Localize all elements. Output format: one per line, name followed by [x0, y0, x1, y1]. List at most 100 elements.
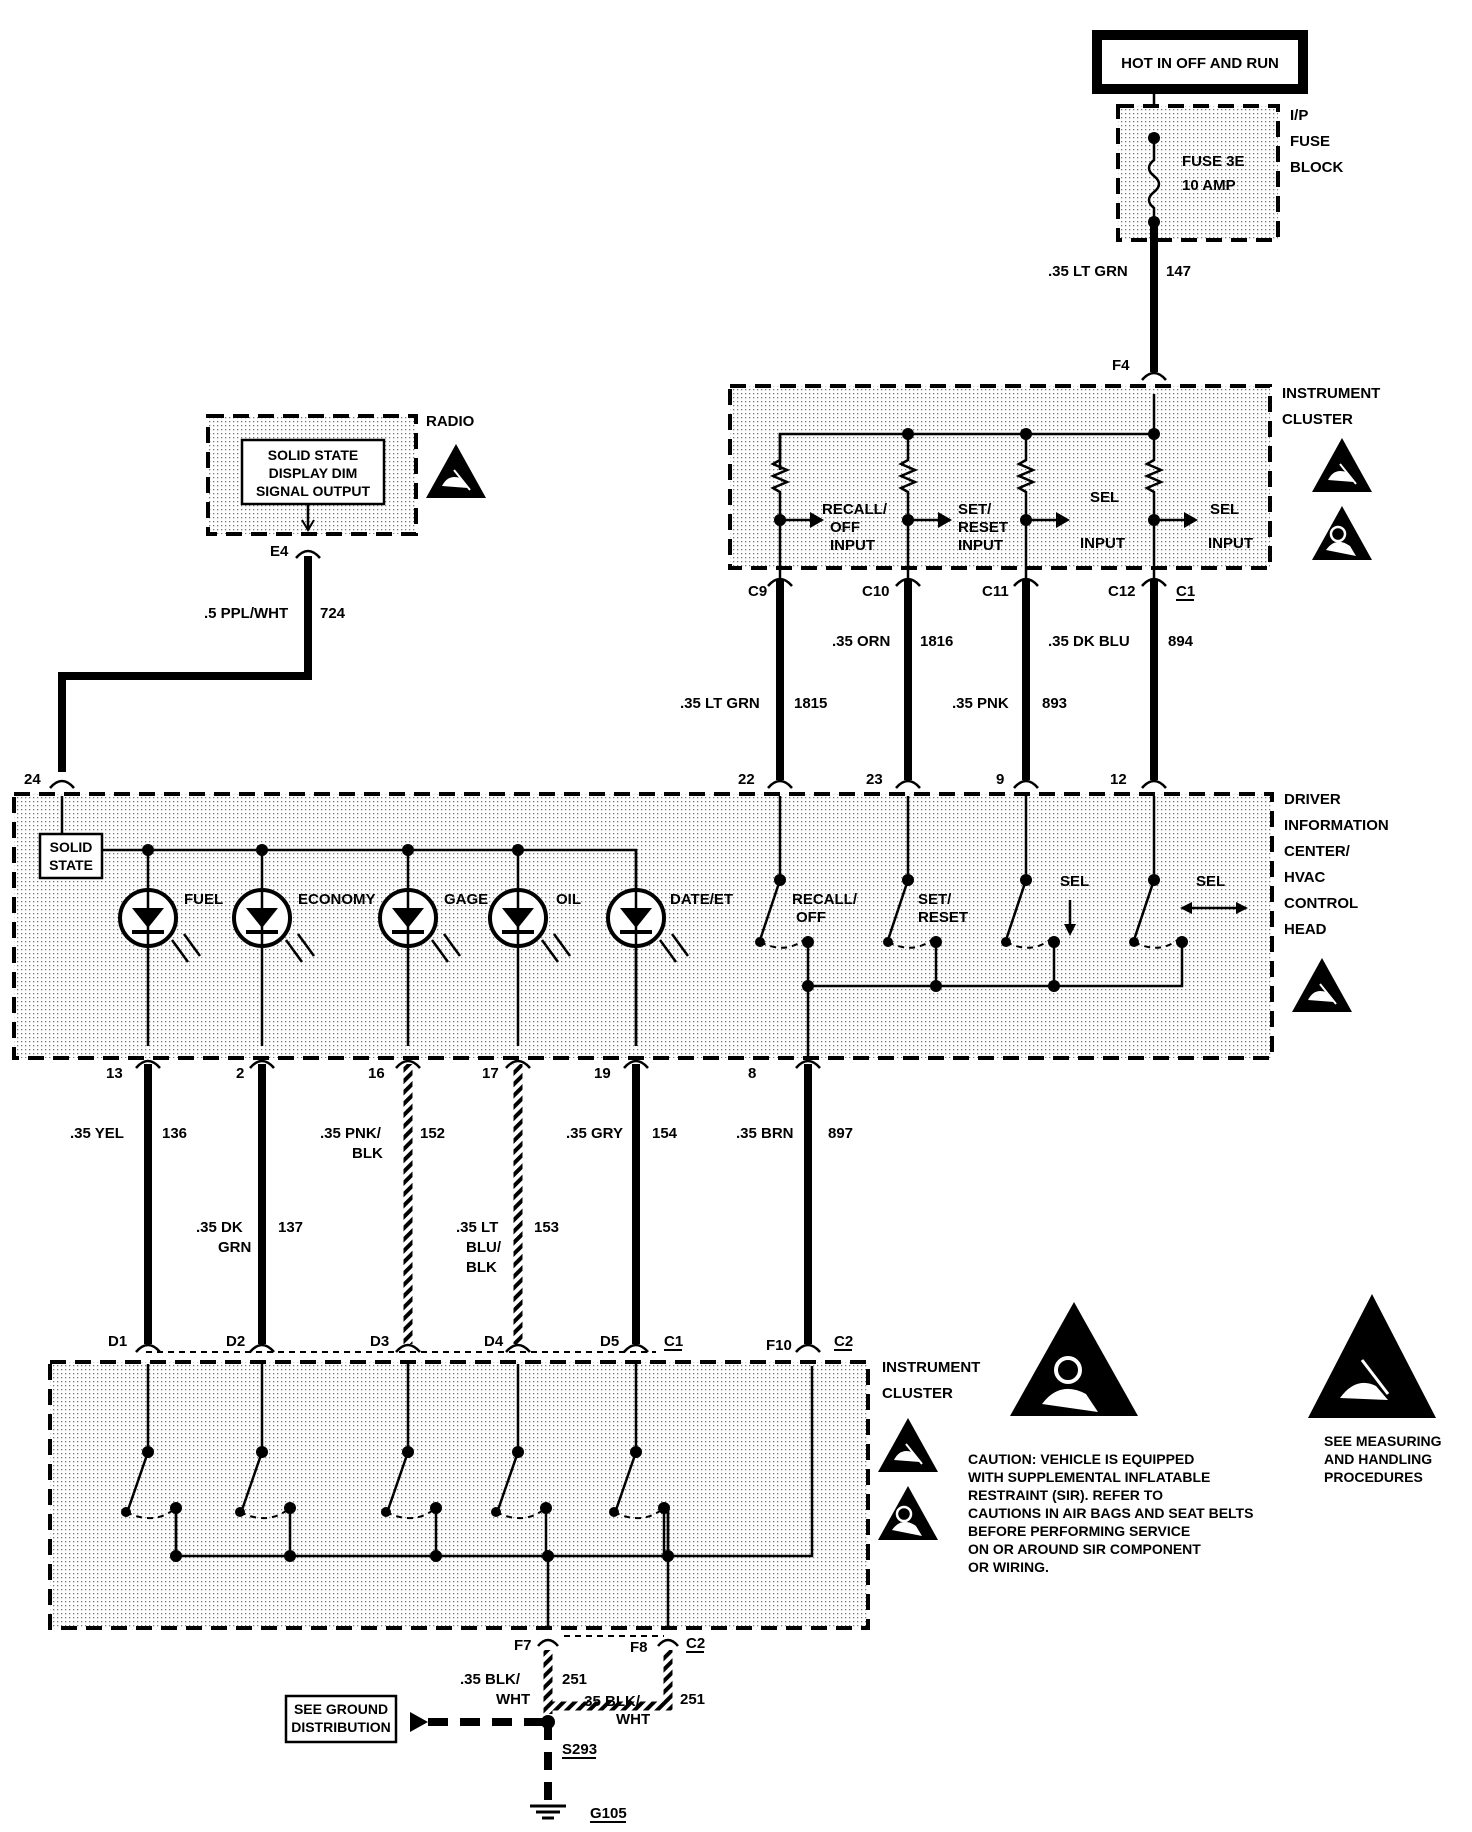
cluster-bottom-name-2: CLUSTER — [882, 1385, 953, 1402]
fuse-block-name-1: I/P — [1290, 107, 1308, 124]
cluster-bottom-name-1: INSTRUMENT — [882, 1359, 980, 1376]
see-ground-distribution-box[interactable] — [284, 1694, 398, 1744]
sir-caution-note: CAUTION: VEHICLE IS EQUIPPED WITH SUPPLE… — [968, 1302, 1253, 1575]
sw-set-2: RESET — [918, 909, 968, 926]
led-economy-label: ECONOMY — [298, 891, 376, 908]
input-1-line2: OFF — [830, 519, 860, 536]
input-3-line1: SEL — [1090, 489, 1119, 506]
pin-c12: C12 — [1108, 583, 1136, 600]
esd-handling-icon — [1308, 1294, 1436, 1418]
esd-note-1: SEE MEASURING — [1324, 1433, 1442, 1449]
dic-pin-16: 16 — [368, 1065, 385, 1082]
radio-esd-icon — [425, 443, 487, 499]
radio-output-1: SOLID STATE — [268, 447, 358, 463]
dic-pin-23: 23 — [866, 771, 883, 788]
radio-output-2: DISPLAY DIM — [269, 465, 358, 481]
instrument-cluster-top: INSTRUMENT CLUSTER RECALL/ OFF INPUT SET… — [728, 384, 1380, 587]
wire-893-gauge: .35 PNK — [952, 695, 1009, 712]
dic-pin-13: 13 — [106, 1065, 123, 1082]
connector-f4-symbol — [1141, 371, 1167, 381]
esd-note-3: PROCEDURES — [1324, 1469, 1423, 1485]
wire-154-gauge: .35 GRY — [566, 1125, 623, 1142]
radio-output-3: SIGNAL OUTPUT — [256, 483, 371, 499]
wire-251-left-circuit: 251 — [562, 1671, 587, 1688]
switch-icon — [386, 1451, 410, 1511]
wire-1816-gauge: .35 ORN — [832, 633, 890, 650]
switch-icon — [1004, 879, 1028, 941]
solid-state-1: SOLID — [50, 839, 93, 855]
wire-1815-gauge: .35 LT GRN — [680, 695, 760, 712]
input-2-line2: RESET — [958, 519, 1008, 536]
dic-pin-19: 19 — [594, 1065, 611, 1082]
wire-251-right-2: WHT — [616, 1711, 650, 1728]
wire-152-circuit: 152 — [420, 1125, 445, 1142]
dic-name-1: DRIVER — [1284, 791, 1341, 808]
pin-d5: D5 — [600, 1333, 619, 1350]
wire-152-gauge-1: .35 PNK/ — [320, 1125, 382, 1142]
dic-name-4: HVAC — [1284, 869, 1326, 886]
dic-name-6: HEAD — [1284, 921, 1327, 938]
switch-icon — [886, 879, 910, 941]
solid-state-box — [38, 832, 104, 880]
wire-1816-circuit: 1816 — [920, 633, 953, 650]
see-ground-2: DISTRIBUTION — [291, 1719, 391, 1735]
cluster-top-name-1: INSTRUMENT — [1282, 385, 1380, 402]
pin-e4: E4 — [270, 543, 289, 560]
wire-251-right — [552, 1650, 673, 1711]
pin-d2: D2 — [226, 1333, 245, 1350]
input-2-line3: INPUT — [958, 537, 1003, 554]
conn-c2-ground: C2 — [686, 1635, 705, 1652]
arrow-icon — [1184, 512, 1198, 528]
resistor-icon — [1143, 434, 1165, 520]
wire-724-gauge: .5 PPL/WHT — [204, 605, 288, 622]
switch-icon — [758, 879, 782, 941]
wire-137-circuit: 137 — [278, 1219, 303, 1236]
conn-c2-bottom: C2 — [834, 1333, 853, 1350]
dic-hvac-control-head: DRIVER INFORMATION CENTER/ HVAC CONTROL … — [12, 791, 1389, 1069]
wire-153-gauge-1: .35 LT — [456, 1219, 498, 1236]
sw-recall-2: OFF — [796, 909, 826, 926]
see-ground-1: SEE GROUND — [294, 1701, 388, 1717]
wire-153-gauge-2: BLU/ — [466, 1239, 502, 1256]
sw-recall-1: RECALL/ — [792, 891, 858, 908]
wire-1815-circuit: 1815 — [794, 695, 827, 712]
sir-warning-icon — [1310, 504, 1374, 562]
led-fuel-label: FUEL — [184, 891, 223, 908]
pin-c10: C10 — [862, 583, 890, 600]
pin-d4: D4 — [484, 1333, 504, 1350]
dic-name-3: CENTER/ — [1284, 843, 1351, 860]
wire-147-circuit: 147 — [1166, 263, 1191, 280]
switch-icon — [1132, 879, 1156, 941]
dic-esd-icon — [1291, 957, 1353, 1013]
connector-c1-top: C1 — [1176, 583, 1195, 600]
pin-f10: F10 — [766, 1337, 792, 1354]
esd-warning-icon — [1311, 437, 1373, 493]
fuse-block-name-2: FUSE — [1290, 133, 1330, 150]
fuse-block-name-3: BLOCK — [1290, 159, 1343, 176]
wire-251-left-2: WHT — [496, 1691, 530, 1708]
ground-g105-icon — [530, 1804, 566, 1820]
wire-136-circuit: 136 — [162, 1125, 187, 1142]
caution-5: BEFORE PERFORMING SERVICE — [968, 1523, 1190, 1539]
arrow-icon — [1056, 512, 1070, 528]
esd-handling-note: SEE MEASURING AND HANDLING PROCEDURES — [1308, 1294, 1442, 1485]
wire-897-gauge: .35 BRN — [736, 1125, 794, 1142]
radio-name: RADIO — [426, 413, 475, 430]
wire-893-circuit: 893 — [1042, 695, 1067, 712]
arrow-icon — [938, 512, 952, 528]
resistor-icon — [897, 434, 919, 520]
splice-label: S293 — [562, 1741, 597, 1758]
cluster-bottom-sir-icon — [876, 1484, 940, 1542]
resistor-icon — [1015, 434, 1037, 520]
input-3-line2: INPUT — [1080, 535, 1125, 552]
arrow-icon — [810, 512, 824, 528]
dic-pin-12: 12 — [1110, 771, 1127, 788]
wire-894-gauge: .35 DK BLU — [1048, 633, 1130, 650]
switch-icon — [496, 1451, 520, 1511]
pin-d3: D3 — [370, 1333, 389, 1350]
caution-7: OR WIRING. — [968, 1559, 1049, 1575]
led-gage-label: GAGE — [444, 891, 488, 908]
wire-251-right-circuit: 251 — [680, 1691, 705, 1708]
wire-137-gauge-1: .35 DK — [196, 1219, 243, 1236]
